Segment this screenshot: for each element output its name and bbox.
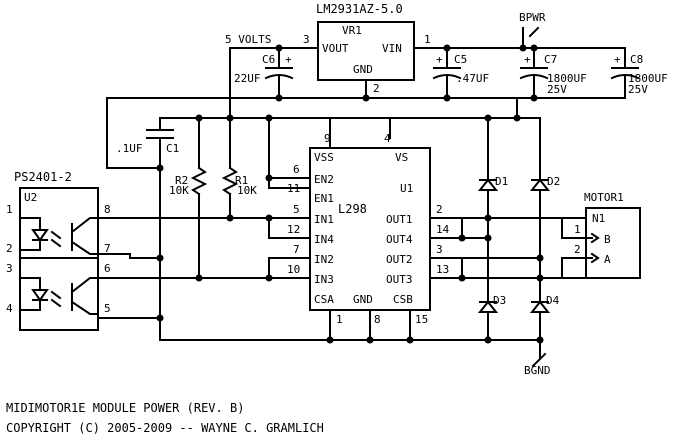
u2-pin3: 3 [6, 262, 13, 275]
bgnd-label: BGND [524, 364, 551, 377]
u1-pin2: 2 [436, 203, 443, 216]
u1-ref: U1 [400, 182, 413, 195]
r2-zigzag [190, 166, 208, 196]
gnd-left-wire [106, 97, 161, 169]
u2-pin8: 8 [104, 203, 111, 216]
u2-ref: U2 [24, 191, 37, 204]
u1-pin3: 3 [436, 243, 443, 256]
u1-pin14: 14 [436, 223, 450, 236]
motor-pin1: 1 [574, 223, 581, 236]
vr1-box [317, 21, 415, 81]
u1-pin12: 12 [287, 223, 300, 236]
u2-led1 [31, 229, 49, 242]
u1-pin7: 7 [293, 243, 300, 256]
c5-plus: + [436, 53, 443, 66]
motor-ref: N1 [592, 212, 605, 225]
vr1-part: LM2931AZ-5.0 [316, 2, 403, 16]
u1-in1: IN1 [314, 213, 334, 226]
r2-value: 10K [169, 184, 189, 197]
c5-value: .47UF [456, 72, 489, 85]
d4-label: D4 [546, 294, 560, 307]
d3-label: D3 [493, 294, 506, 307]
vr1-vin: VIN [382, 42, 402, 55]
u1-out3: OUT3 [386, 273, 413, 286]
vr1-pin-in: 1 [424, 33, 431, 46]
u2-pin6: 6 [104, 262, 111, 275]
net-5v-label: 5 VOLTS [225, 33, 271, 46]
footer-line1: MIDIMOTOR1E MODULE POWER (REV. B) [6, 401, 244, 415]
u1-pin5: 5 [293, 203, 300, 216]
u2-pin5: 5 [104, 302, 111, 315]
c1-value: .1UF [116, 142, 143, 155]
u1-out4: OUT4 [386, 233, 413, 246]
u2-part: PS2401-2 [14, 170, 72, 184]
c8-volt: 25V [628, 83, 648, 96]
d1-diode [477, 178, 499, 191]
u2-pin4: 4 [6, 302, 13, 315]
vr1-ref: VR1 [342, 24, 362, 37]
c7-plus: + [524, 53, 531, 66]
c8-plus: + [614, 53, 621, 66]
r1-ref: R1 [235, 174, 248, 187]
r1-zigzag [221, 166, 239, 196]
vr1-gnd: GND [353, 63, 373, 76]
u1-in2: IN2 [314, 253, 334, 266]
c8-value: 1800UF [628, 72, 668, 85]
u2-pin7: 7 [104, 242, 111, 255]
u2-pin1: 1 [6, 203, 13, 216]
vr1-pin-gnd: 2 [373, 82, 380, 95]
u1-pin-vs: 4 [384, 132, 391, 145]
u1-in3: IN3 [314, 273, 334, 286]
c5-ref: C5 [454, 53, 467, 66]
motor-title: MOTOR1 [584, 191, 624, 204]
bgnd-arrow [531, 352, 547, 368]
u1-vss: VSS [314, 151, 334, 164]
u1-out1: OUT1 [386, 213, 413, 226]
bpwr-label: BPWR [519, 11, 546, 24]
r1-value: 10K [237, 184, 257, 197]
u1-pin10: 10 [287, 263, 300, 276]
u1-gnd: GND [353, 293, 373, 306]
u1-pin11: 11 [287, 182, 300, 195]
u2-pin2: 2 [6, 242, 13, 255]
d2-diode [529, 178, 551, 191]
c8-ref: C8 [630, 53, 643, 66]
u1-in4: IN4 [314, 233, 334, 246]
c7-volt: 25V [547, 83, 567, 96]
u1-pin8: 8 [374, 313, 381, 326]
c6-plus: + [285, 53, 292, 66]
footer-line2: COPYRIGHT (C) 2005-2009 -- WAYNE C. GRAM… [6, 421, 324, 435]
u2-led2 [31, 289, 49, 302]
motor-connector [585, 207, 641, 279]
motor-pin2: 2 [574, 243, 581, 256]
u1-vs: VS [395, 151, 408, 164]
u1-pin6: 6 [293, 163, 300, 176]
c6-value: 22UF [234, 72, 261, 85]
u1-out2: OUT2 [386, 253, 413, 266]
c6-ref: C6 [262, 53, 275, 66]
u1-box [309, 147, 431, 311]
vr1-pin-out: 3 [303, 33, 310, 46]
d2-label: D2 [547, 175, 560, 188]
u1-pin15: 15 [415, 313, 428, 326]
u1-csa: CSA [314, 293, 334, 306]
u1-csb: CSB [393, 293, 413, 306]
c7-ref: C7 [544, 53, 557, 66]
c7-value: 1800UF [547, 72, 587, 85]
u1-part: L298 [338, 202, 367, 216]
d1-label: D1 [495, 175, 508, 188]
u1-pin-vss: 9 [324, 132, 331, 145]
vr1-vout: VOUT [322, 42, 349, 55]
bpwr-arrow [528, 26, 540, 38]
u1-en2: EN2 [314, 173, 334, 186]
motor-a: A [604, 253, 611, 266]
c1-ref: C1 [166, 142, 179, 155]
u1-en1: EN1 [314, 192, 334, 205]
u1-pin1: 1 [336, 313, 343, 326]
motor-b: B [604, 233, 611, 246]
r2-ref: R2 [175, 174, 188, 187]
u1-pin13: 13 [436, 263, 449, 276]
